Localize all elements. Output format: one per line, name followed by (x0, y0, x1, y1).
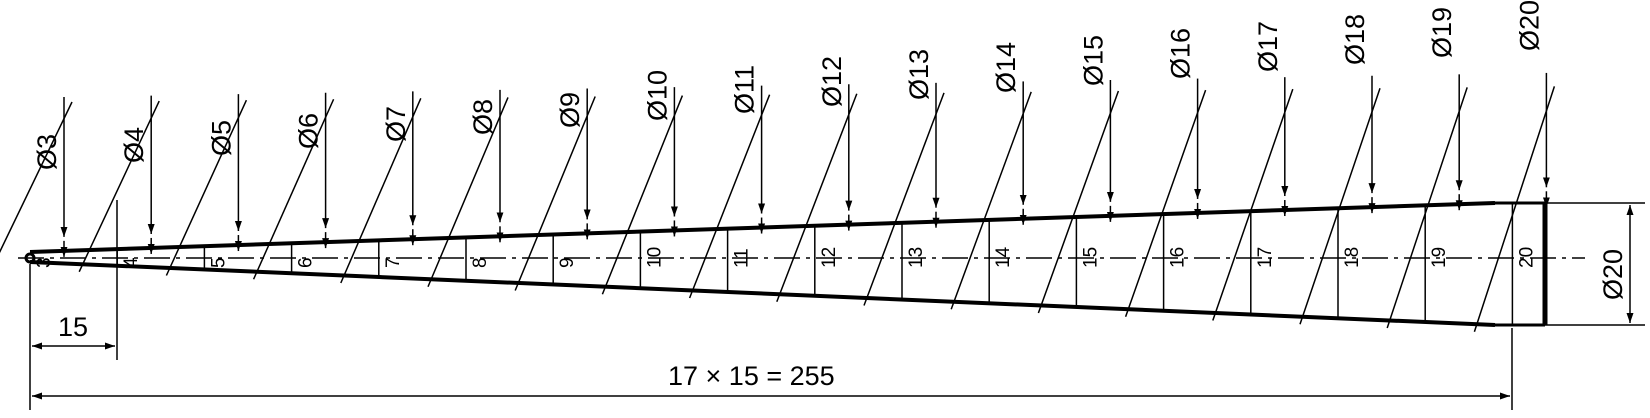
section-label: 19 (1429, 247, 1450, 268)
end-diameter-label: Ø20 (1598, 249, 1628, 300)
diameter-label: Ø13 (904, 49, 934, 100)
top-taper-edge (29, 201, 1496, 254)
hatch-line (1124, 89, 1207, 317)
section-label: 14 (993, 246, 1014, 268)
hatch-line (863, 92, 945, 306)
diameter-label: Ø5 (206, 120, 236, 156)
hatch-line (1299, 88, 1381, 325)
hatch-line (165, 99, 248, 276)
hatch-line (1386, 87, 1468, 329)
bottom-taper-edge (29, 260, 1496, 327)
shaft-outline (24, 201, 1548, 327)
diameter-label: Ø3 (32, 134, 62, 170)
diameter-label: Ø4 (119, 127, 149, 163)
section-label: 11 (732, 248, 753, 268)
section-label: 17 (1255, 247, 1276, 268)
hatch-line (427, 97, 509, 288)
section-label: 3 (34, 257, 55, 268)
diameter-label: Ø9 (555, 92, 585, 128)
section-label: 20 (1516, 247, 1537, 268)
diameter-label: Ø15 (1078, 35, 1108, 86)
section-label: 7 (383, 257, 404, 268)
sections-group: Ø3 3 Ø4 4 Ø5 5 Ø6 6 Ø7 7 Ø8 8 Ø9 9 Ø10 10 Ø11 11 Ø12 12 Ø13 1… (0, 0, 1556, 332)
diameter-label: Ø20 (1514, 0, 1544, 51)
diameter-label: Ø11 (730, 65, 760, 114)
hatch-line (0, 101, 73, 254)
diameter-label: Ø10 (642, 70, 672, 121)
diameter-label: Ø6 (294, 113, 324, 149)
diameter-label: Ø14 (991, 42, 1021, 93)
hatch-line (601, 95, 684, 295)
section-label: 12 (819, 247, 840, 268)
section-label: 15 (1080, 247, 1101, 268)
section-label: 8 (470, 257, 491, 268)
hatch-line (1037, 90, 1120, 314)
pitch-dimension (29, 200, 118, 410)
diameter-label: Ø12 (817, 56, 847, 107)
hatch-line (776, 93, 858, 303)
diameter-label: Ø8 (468, 99, 498, 135)
total-length-label: 17 × 15 = 255 (668, 361, 835, 391)
section-label: 13 (906, 247, 927, 268)
diameter-label: Ø19 (1427, 7, 1457, 58)
hatch-line (340, 98, 422, 284)
hatch-line (950, 91, 1032, 310)
section-label: 6 (296, 257, 317, 268)
hatch-line (78, 100, 160, 273)
end-diameter-dimension (1500, 202, 1645, 326)
section-label: 16 (1168, 247, 1189, 268)
hatch-line (688, 94, 771, 299)
diameter-label: Ø17 (1253, 21, 1283, 72)
section-label: 9 (557, 257, 578, 268)
hatch-line (1473, 86, 1556, 332)
hatch-line (252, 98, 335, 280)
pitch-label: 15 (58, 312, 88, 342)
hatch-line (514, 96, 596, 291)
section-label: 4 (121, 257, 142, 268)
section-label: 10 (644, 247, 665, 268)
diameter-label: Ø7 (381, 106, 411, 142)
total-length-dimension (32, 328, 1513, 410)
diameter-label: Ø16 (1166, 28, 1196, 79)
diameter-label: Ø18 (1340, 14, 1370, 65)
section-label: 5 (208, 257, 229, 268)
section-label: 18 (1342, 247, 1363, 268)
hatch-line (1212, 88, 1294, 321)
